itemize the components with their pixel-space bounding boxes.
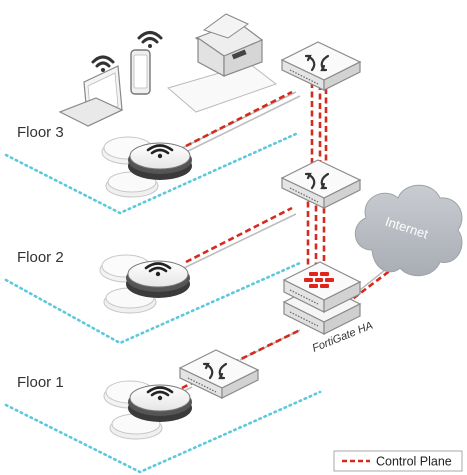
access-point-floor-3 (101, 136, 192, 198)
wifi-icon-laptop (91, 55, 115, 72)
cp-ap2-switch2 (185, 206, 293, 264)
access-point-floor-2 (99, 254, 190, 314)
wifi-icon-phone (137, 31, 163, 48)
access-point-icon (146, 386, 174, 401)
switch-floor-3 (280, 41, 362, 91)
link-ap2-switch2 (183, 213, 297, 269)
phone-icon (130, 49, 151, 95)
floor-boundaries (4, 131, 322, 474)
printer-icon (166, 13, 278, 113)
fortigate-ha: FortiGate HA (282, 261, 375, 355)
access-point-floor-1 (103, 380, 192, 440)
floor-3-boundary (4, 131, 300, 215)
legend: Control Plane (333, 450, 463, 472)
access-point-icon (144, 262, 172, 277)
switch-icon (304, 172, 330, 190)
switch-icon (304, 54, 330, 72)
floor-1-boundary (4, 390, 322, 474)
floor-3-label: Floor 3 (17, 124, 64, 141)
floor-2-label: Floor 2 (17, 249, 64, 266)
switch-floor-1 (178, 349, 260, 399)
legend-control-plane-label: Control Plane (376, 455, 452, 469)
cloud-icon (355, 184, 463, 277)
switch-floor-2 (280, 159, 362, 209)
cp-ap3-switch3 (185, 90, 293, 148)
internet-cloud: Internet (355, 184, 463, 277)
floor-2-boundary (4, 261, 302, 345)
fortigate-icon (304, 272, 334, 288)
legend-box (333, 450, 463, 472)
laptop-icon (58, 65, 124, 127)
access-point-icon (146, 144, 174, 159)
floor-1-label: Floor 1 (17, 374, 64, 391)
link-ap3-switch3 (185, 95, 301, 153)
switch-icon (202, 362, 228, 380)
